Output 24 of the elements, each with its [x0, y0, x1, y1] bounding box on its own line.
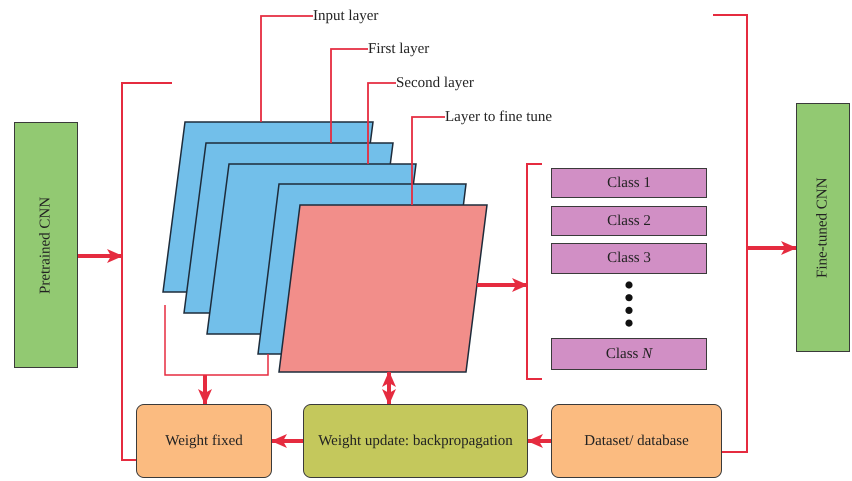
leader-line: [411, 116, 445, 205]
arrow: [78, 249, 123, 263]
process-box: Weight fixed: [136, 404, 272, 478]
class-bar: Class 1: [551, 168, 707, 198]
class-bar: Class 2: [551, 206, 707, 236]
leader-line: [260, 15, 313, 122]
model-box: Fine-tuned CNN: [796, 103, 850, 352]
leader-line: [367, 82, 396, 164]
layer-label: Input layer: [313, 6, 378, 26]
arrow: [527, 434, 551, 448]
layer-label: First layer: [368, 39, 430, 59]
class-bar: Class 3: [551, 243, 707, 274]
leader-line: [330, 48, 368, 143]
layer-label: Layer to fine tune: [445, 107, 552, 127]
layer-label: Second layer: [396, 73, 474, 93]
process-box: Weight update: backpropagation: [303, 404, 528, 478]
class-bar: Class N: [551, 338, 707, 370]
process-box: Dataset/ database: [551, 404, 722, 478]
arrow: [382, 371, 396, 405]
model-box: Pretrained CNN: [14, 122, 78, 368]
arrow: [476, 278, 528, 292]
arrow: [271, 434, 303, 448]
arrow: [198, 375, 212, 405]
arrow: [748, 241, 797, 255]
